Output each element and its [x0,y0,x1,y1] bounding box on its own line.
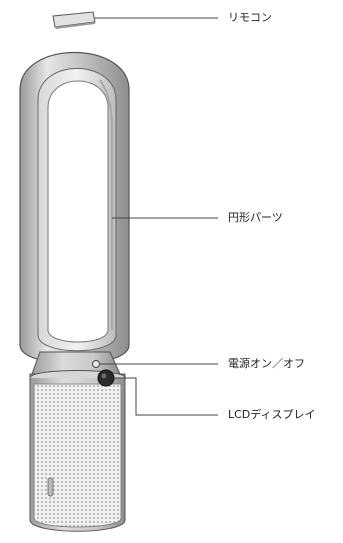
label-lcd: LCDディスプレイ [228,408,316,421]
remote-control-icon [52,11,96,29]
loop-part [19,52,130,365]
label-loop: 円形パーツ [228,211,283,224]
lcd-display-icon [97,369,115,387]
base-body [29,370,126,532]
leader-lines [95,17,218,416]
leader-lcd [114,377,218,416]
label-power: 電源オン／オフ [228,357,305,370]
power-button-icon [92,360,100,368]
label-remote: リモコン [228,11,272,24]
